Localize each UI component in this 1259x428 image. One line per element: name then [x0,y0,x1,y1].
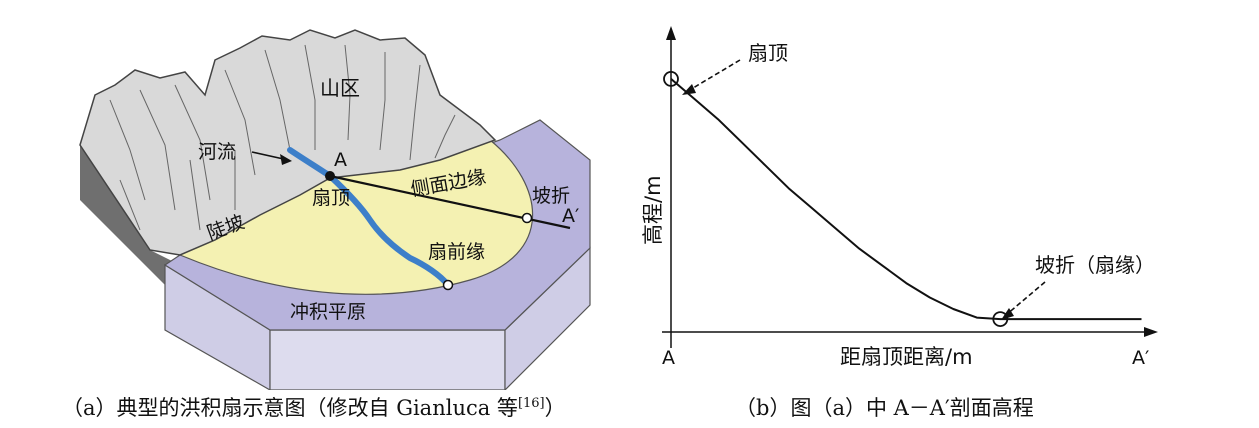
y-axis-arrowhead [666,26,676,40]
caption-a-text: （a）典型的洪积扇示意图（修改自 Gianluca 等 [62,396,518,420]
annotation-apex-arrow [687,59,741,92]
caption-panel-a: （a）典型的洪积扇示意图（修改自 Gianluca 等[16]） [62,392,566,422]
label-slope-break: 坡折 [532,185,570,207]
fan-front-marker [442,279,454,291]
elevation-profile-panel: 高程/m 距扇顶距离/m A A′ 扇顶 坡折（扇缘） （b）图（a）中 A－A… [640,0,1259,428]
elevation-profile-chart: 高程/m 距扇顶距离/m A A′ 扇顶 坡折（扇缘） [641,26,1158,369]
mountain-range [79,29,497,256]
caption-a-close: ） [544,396,566,420]
slope-break-marker [521,212,533,224]
mountain-gully-lines [109,44,456,231]
profile-marker-break [992,311,1009,328]
label-point-a: A [334,149,347,171]
annotation-apex-label: 扇顶 [748,41,788,65]
label-river: 河流 [198,141,236,163]
x-tick-label-a: A [662,347,675,369]
profile-series-line-0 [670,78,1142,321]
annotation-apex-arrowhead [682,84,696,95]
caption-panel-b: （b）图（a）中 A－A′剖面高程 [735,396,1034,420]
x-axis-arrowhead [1144,327,1158,337]
x-axis-label: 距扇顶距离/m [840,345,973,369]
y-axis-label: 高程/m [641,175,665,245]
river-channel [287,147,451,288]
x-tick-label-a-prime: A′ [1132,347,1149,369]
river-pointer-arrowhead [280,154,292,165]
alluvial-fan-diagram-panel: 山区 河流 A 扇顶 侧面边缘 坡折 A′ 陡坡 扇前缘 冲积平原 （a）典型的… [62,29,591,422]
alluvial-fan-block-diagram: 山区 河流 A 扇顶 侧面边缘 坡折 A′ 陡坡 扇前缘 冲积平原 [79,29,591,390]
block-base-front [269,329,506,390]
annotation-break-arrowhead [1001,308,1014,320]
label-mountain: 山区 [320,76,360,100]
label-point-a-prime: A′ [562,205,579,227]
caption-a-reference: [16] [517,396,545,411]
point-a-marker [325,171,335,181]
annotation-break-arrow [1005,281,1046,316]
label-fan-apex: 扇顶 [312,187,350,209]
label-alluvial-plain: 冲积平原 [290,301,366,323]
profile-marker-apex [663,71,679,87]
profile-series-layer [663,71,1142,328]
annotation-break-label: 坡折（扇缘） [1035,253,1155,277]
label-fan-front: 扇前缘 [428,241,485,263]
